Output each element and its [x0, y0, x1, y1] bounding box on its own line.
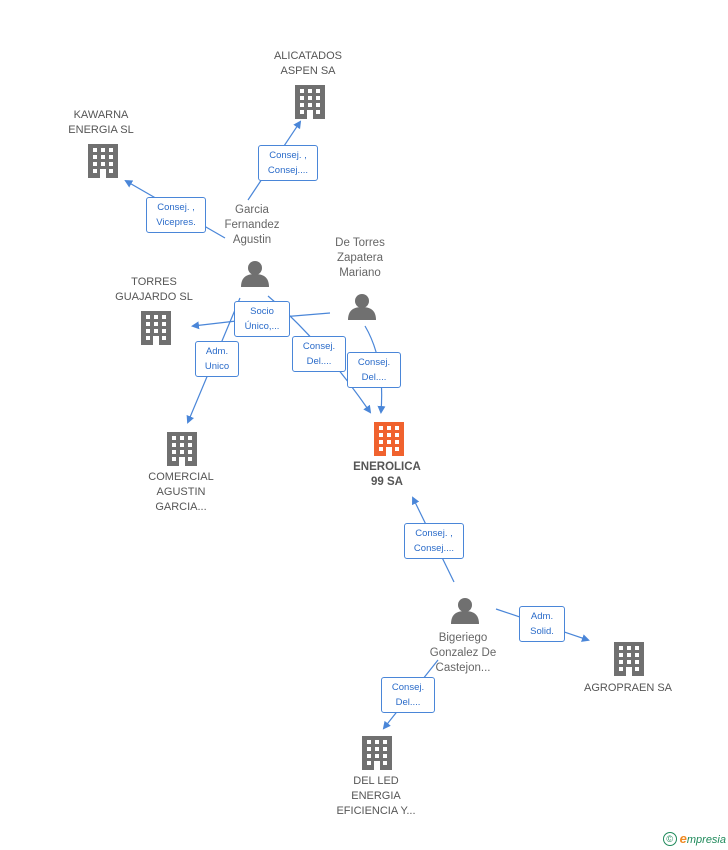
edge-label-line: Consej. ,	[269, 150, 307, 161]
node-label-garcia[interactable]: Garcia Fernandez Agustin	[225, 203, 280, 248]
edge-label-line: Unico	[204, 361, 230, 372]
edge-label-garcia-torres[interactable]: Socio Único,...	[234, 301, 290, 337]
node-label-agropraen[interactable]: AGROPRAEN SA	[584, 681, 672, 696]
brand-logo: empresia	[680, 831, 726, 846]
edge-label-line: Consej....	[267, 165, 309, 176]
label-line: Agustin	[232, 234, 272, 246]
label-line: De Torres	[335, 237, 385, 249]
label-line: Castejon...	[435, 662, 491, 674]
label-line: Zapatera	[336, 252, 384, 264]
label-line: ENERGIA SL	[68, 124, 134, 136]
edge-label-line: Consej. ,	[415, 528, 453, 539]
label-line: Mariano	[339, 267, 381, 279]
edge-label-bigeriego-delled[interactable]: Consej. Del....	[381, 677, 435, 713]
label-line: TORRES	[131, 276, 177, 288]
edge-label-bigeriego-agropraen[interactable]: Adm. Solid.	[519, 606, 565, 642]
label-line: ASPEN SA	[280, 65, 336, 77]
node-label-comercial[interactable]: COMERCIAL AGUSTIN GARCIA...	[148, 470, 213, 515]
copyright-icon: ©	[662, 831, 677, 846]
label-line: AGROPRAEN SA	[583, 682, 673, 694]
edge-label-line: Consej.	[357, 357, 391, 368]
edge-label-line: Del....	[395, 697, 421, 708]
label-line: ALICATADOS	[273, 50, 343, 62]
building-icon-alicatados	[295, 85, 325, 119]
label-line: DEL LED	[353, 775, 399, 787]
label-line: ENERGIA	[351, 790, 401, 802]
building-icon-kawarna	[88, 144, 118, 178]
brand-name: mpresia	[686, 834, 726, 846]
edge-label-garcia-comercial[interactable]: Adm. Unico	[195, 341, 239, 377]
edge-label-line: Socio	[250, 306, 274, 317]
label-line: EFICIENCIA Y...	[336, 805, 416, 817]
brand-letter: e	[679, 831, 687, 846]
edge-label-line: Del....	[361, 372, 387, 383]
node-label-kawarna[interactable]: KAWARNA ENERGIA SL	[68, 108, 133, 138]
edge-label-line: Adm.	[530, 611, 554, 622]
person-icon-detorres	[348, 294, 376, 320]
edge-label-garcia-alicatados[interactable]: Consej. , Consej....	[258, 145, 318, 181]
node-label-detorres[interactable]: De Torres Zapatera Mariano	[335, 236, 385, 281]
label-line: ENEROLICA	[353, 461, 421, 473]
edge-label-line: Consej.	[302, 341, 336, 352]
edge-label-line: Solid.	[530, 626, 554, 637]
label-line: Gonzalez De	[429, 647, 497, 659]
label-line: AGUSTIN	[156, 486, 206, 498]
building-icon-enerolica	[374, 422, 404, 456]
edge-label-garcia-kawarna[interactable]: Consej. , Vicepres.	[146, 197, 206, 233]
person-icon-garcia	[241, 261, 269, 287]
edge-label-line: Consej....	[413, 543, 455, 554]
edge-label-detorres-enerolica[interactable]: Consej. Del....	[347, 352, 401, 388]
edge-label-garcia-enerolica[interactable]: Consej. Del....	[292, 336, 346, 372]
edge-label-line: Consej. ,	[157, 202, 195, 213]
label-line: KAWARNA	[73, 109, 129, 121]
building-icon-agropraen	[614, 642, 644, 676]
label-line: 99 SA	[371, 476, 403, 488]
node-label-enerolica[interactable]: ENEROLICA 99 SA	[353, 460, 421, 490]
edge-label-line: Adm.	[205, 346, 229, 357]
label-line: Fernandez	[224, 219, 280, 231]
person-icon-bigeriego	[451, 598, 479, 624]
label-line: Garcia	[235, 204, 269, 216]
edge-label-line: Vicepres.	[156, 217, 196, 228]
edge-label-line: Consej.	[391, 682, 425, 693]
building-icon-delled	[362, 736, 392, 770]
label-line: GARCIA...	[155, 501, 207, 513]
building-icon-torres-guajardo	[141, 311, 171, 345]
edge-label-line: Único,...	[244, 321, 280, 332]
node-label-alicatados[interactable]: ALICATADOS ASPEN SA	[274, 49, 342, 79]
node-label-delled[interactable]: DEL LED ENERGIA EFICIENCIA Y...	[336, 774, 415, 819]
node-label-bigeriego[interactable]: Bigeriego Gonzalez De Castejon...	[430, 631, 496, 676]
footer-brand[interactable]: © empresia	[662, 831, 726, 846]
node-label-torres-guajardo[interactable]: TORRES GUAJARDO SL	[115, 275, 193, 305]
edge-label-bigeriego-enerolica[interactable]: Consej. , Consej....	[404, 523, 464, 559]
label-line: GUAJARDO SL	[115, 291, 193, 303]
edge-label-line: Del....	[306, 356, 332, 367]
building-icon-comercial	[167, 432, 197, 466]
label-line: Bigeriego	[438, 632, 488, 644]
label-line: COMERCIAL	[148, 471, 214, 483]
